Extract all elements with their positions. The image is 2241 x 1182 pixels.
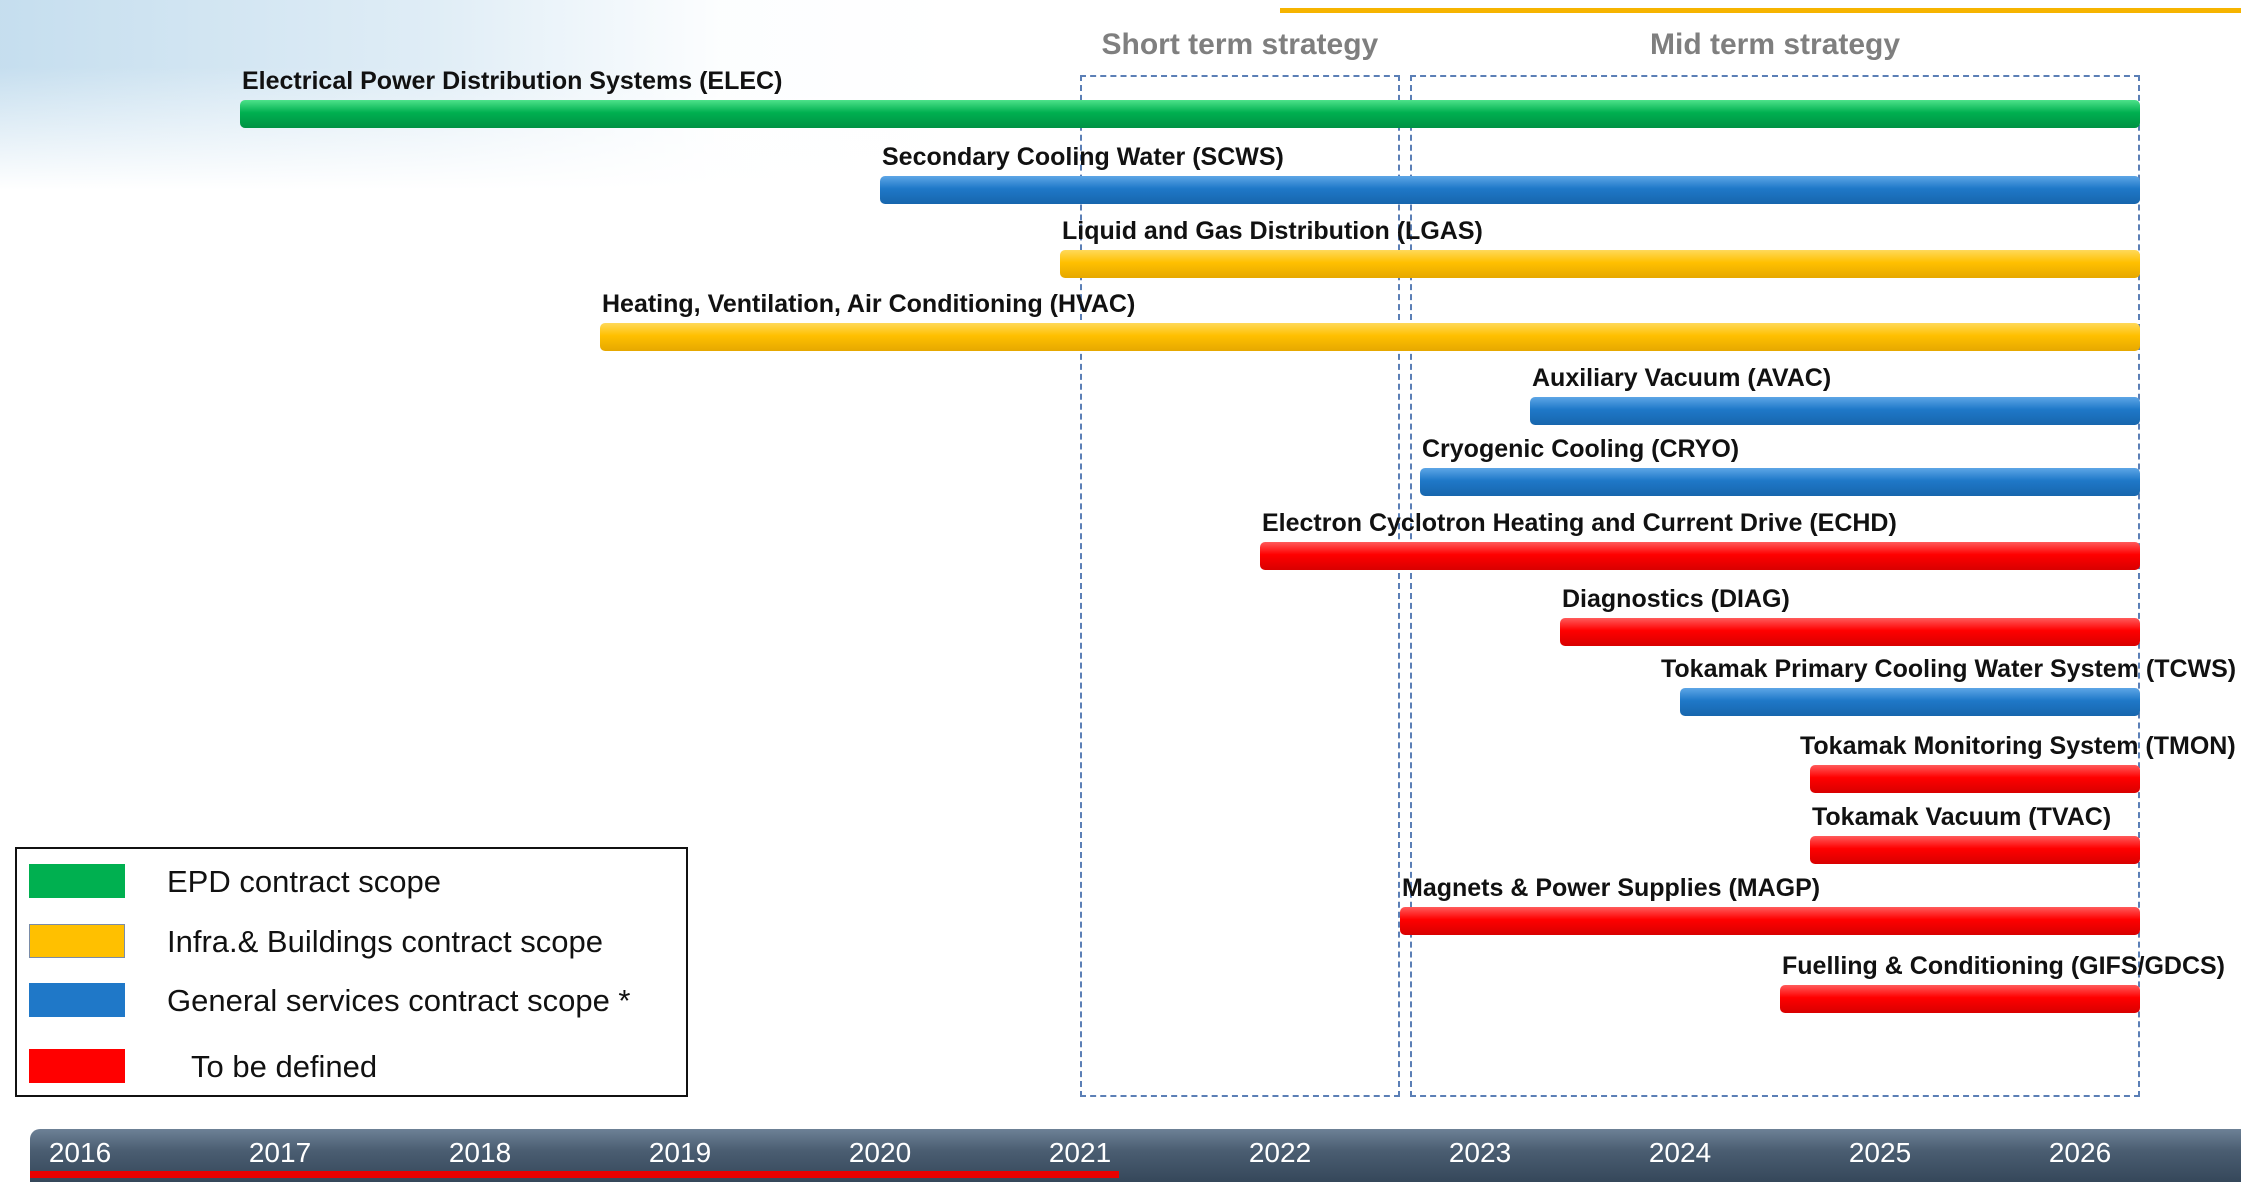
task-bar xyxy=(600,323,2140,351)
task-bar xyxy=(1400,907,2140,935)
task-bar xyxy=(1810,836,2140,864)
year-tick-label: 2020 xyxy=(848,1137,912,1168)
task-bar xyxy=(1260,542,2140,570)
task-label: Electron Cyclotron Heating and Current D… xyxy=(1262,509,1897,537)
task-label: Cryogenic Cooling (CRYO) xyxy=(1422,435,1740,463)
legend-label: EPD contract scope xyxy=(167,864,441,899)
year-tick-label: 2022 xyxy=(1248,1137,1312,1168)
strategy-window-box xyxy=(1410,75,2140,1097)
task-label: Auxiliary Vacuum (AVAC) xyxy=(1532,364,1832,392)
task-bar xyxy=(1780,985,2140,1013)
task-label: Electrical Power Distribution Systems (E… xyxy=(242,67,783,95)
legend-swatch xyxy=(29,1049,125,1083)
task-label: Secondary Cooling Water (SCWS) xyxy=(882,143,1284,171)
task-label: Fuelling & Conditioning (GIFS/GDCS) xyxy=(1782,952,2225,980)
year-tick-label: 2026 xyxy=(2048,1137,2112,1168)
year-tick-label: 2018 xyxy=(448,1137,512,1168)
task-bar xyxy=(1060,250,2140,278)
task-bar xyxy=(1530,397,2140,425)
year-tick-label: 2016 xyxy=(48,1137,112,1168)
task-bar xyxy=(1560,618,2140,646)
header-accent-line xyxy=(1280,8,2241,13)
task-bar xyxy=(240,100,2140,128)
year-tick-label: 2017 xyxy=(248,1137,312,1168)
year-tick-label: 2024 xyxy=(1648,1137,1712,1168)
task-label: Tokamak Monitoring System (TMON) xyxy=(1800,732,2236,760)
task-bar xyxy=(1680,688,2140,716)
year-tick-label: 2023 xyxy=(1448,1137,1512,1168)
legend-label: Infra.& Buildings contract scope xyxy=(167,924,603,959)
task-bar xyxy=(1420,468,2140,496)
legend-swatch xyxy=(29,983,125,1017)
legend-swatch xyxy=(29,864,125,898)
year-tick-label: 2025 xyxy=(1848,1137,1912,1168)
strategy-window-label: Short term strategy xyxy=(1101,28,1379,61)
task-bar xyxy=(880,176,2140,204)
strategy-window-label: Mid term strategy xyxy=(1650,28,1901,61)
task-label: Diagnostics (DIAG) xyxy=(1562,585,1790,613)
background-photo xyxy=(0,0,960,190)
task-label: Tokamak Vacuum (TVAC) xyxy=(1812,803,2112,831)
task-label: Heating, Ventilation, Air Conditioning (… xyxy=(602,290,1136,318)
legend-label: To be defined xyxy=(191,1049,378,1084)
task-label: Tokamak Primary Cooling Water System (TC… xyxy=(1661,655,2237,683)
legend-swatch xyxy=(29,924,125,958)
strategy-window-box xyxy=(1080,75,1400,1097)
timeline-progress-marker xyxy=(30,1171,1119,1178)
legend-label: General services contract scope * xyxy=(167,983,631,1018)
task-label: Magnets & Power Supplies (MAGP) xyxy=(1402,874,1821,902)
year-tick-label: 2019 xyxy=(648,1137,712,1168)
year-tick-label: 2021 xyxy=(1048,1137,1112,1168)
task-label: Liquid and Gas Distribution (LGAS) xyxy=(1062,217,1483,245)
task-bar xyxy=(1810,765,2140,793)
